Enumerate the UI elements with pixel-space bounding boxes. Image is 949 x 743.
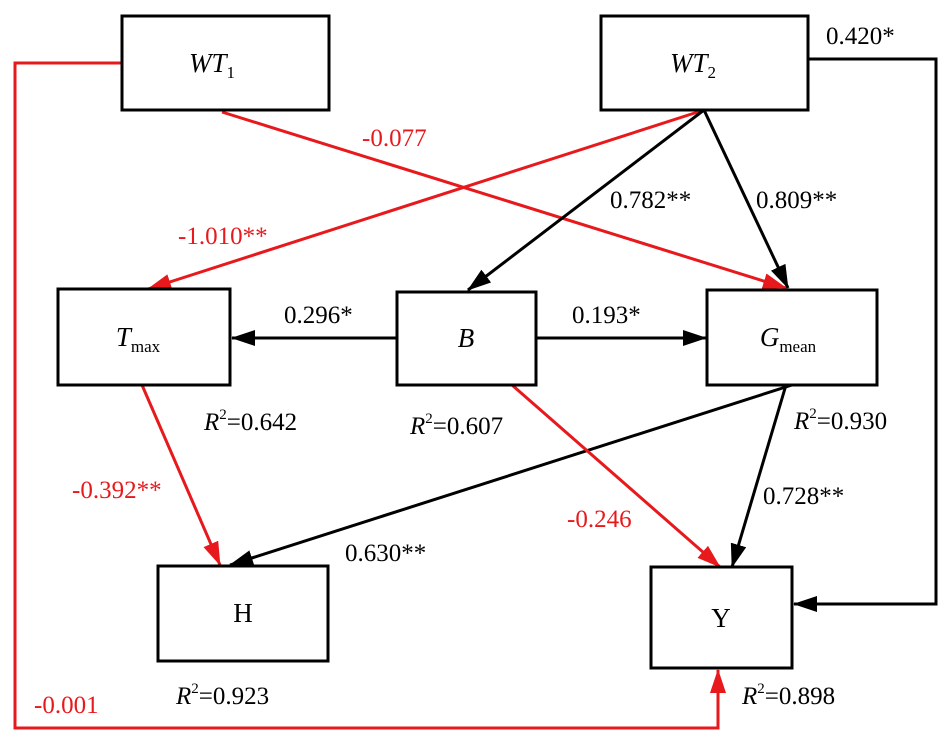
path-wt2-tmax	[147, 108, 705, 291]
path-gmean-y	[730, 384, 788, 568]
coef-tmax-h: -0.392**	[72, 477, 162, 504]
path-wt2-y	[793, 57, 938, 612]
path-tmax-h	[140, 384, 222, 566]
node-label-b: B	[458, 323, 475, 353]
coef-b-tmax: 0.296*	[284, 302, 353, 329]
node-box-gmean	[705, 288, 879, 387]
node-label-tmax: Tmax	[116, 322, 161, 356]
path-wt2-gmean	[702, 109, 790, 289]
coef-wt2-y: 0.420*	[826, 23, 895, 50]
node-box-b	[395, 290, 538, 387]
path-wt2-b	[467, 108, 705, 292]
r2-tmax: R2=0.642	[203, 407, 297, 436]
coef-b-gmean: 0.193*	[572, 302, 641, 329]
coef-wt1-y: -0.001	[34, 692, 99, 719]
path-gmean-h	[229, 383, 793, 567]
coef-wt1-gmean: -0.077	[362, 125, 427, 152]
node-box-wt2	[599, 14, 810, 112]
r2-b: R2=0.607	[409, 411, 503, 440]
coef-gmean-y: 0.728**	[763, 483, 844, 510]
node-box-tmax	[56, 287, 232, 387]
node-label-gmean: Gmean	[760, 322, 817, 356]
node-label-h: H	[233, 598, 253, 628]
node-label-wt2: WT2	[670, 48, 716, 82]
r2-h: R2=0.923	[175, 681, 269, 710]
path-b-y	[511, 383, 721, 569]
node-box-y	[649, 565, 794, 670]
path-wt1-gmean	[221, 110, 787, 290]
node-box-h	[156, 564, 330, 663]
r2-y: R2=0.898	[741, 681, 835, 710]
node-label-wt1: WT1	[189, 48, 235, 82]
coef-gmean-h: 0.630**	[345, 540, 426, 567]
path-wt1-y	[13, 61, 726, 730]
node-label-y: Y	[711, 603, 731, 633]
coef-wt2-gmean: 0.809**	[756, 187, 837, 214]
r2-gmean: R2=0.930	[793, 406, 887, 435]
coef-wt2-tmax: -1.010**	[178, 223, 268, 250]
node-box-wt1	[120, 14, 331, 112]
coef-b-y: -0.246	[567, 506, 632, 533]
coef-wt2-b: 0.782**	[610, 187, 691, 214]
